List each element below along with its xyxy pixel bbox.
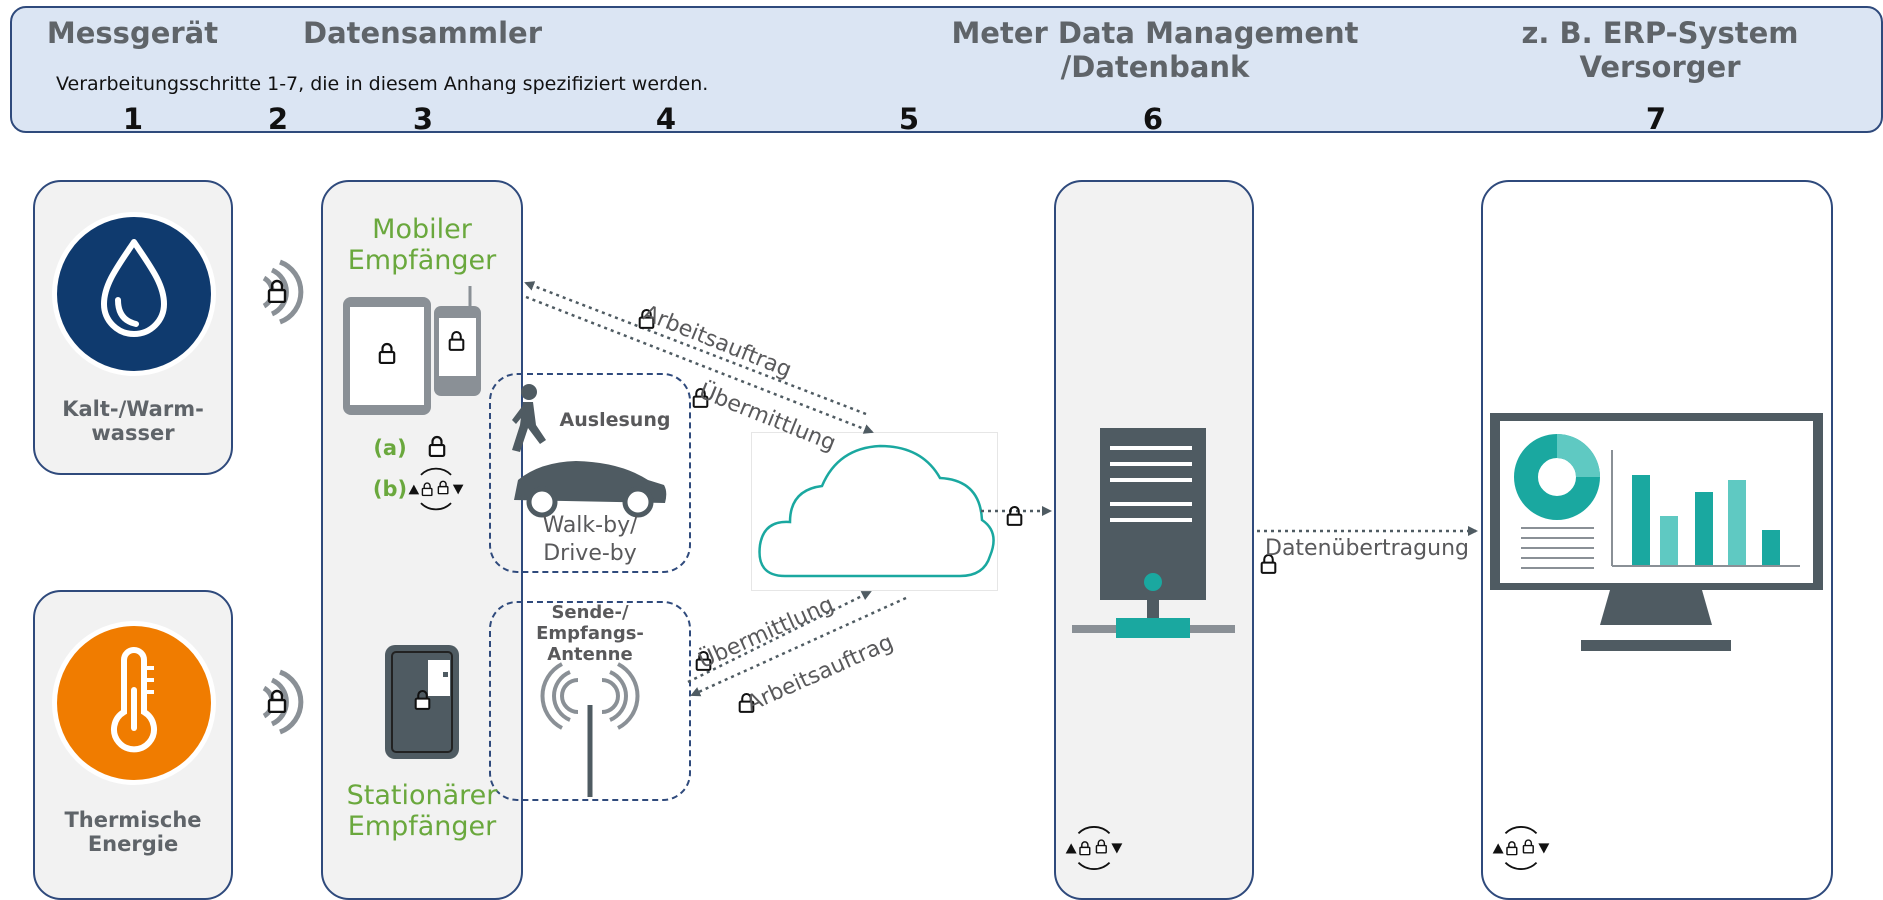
header-subtitle: Verarbeitungsschritte 1-7, die in diesem… [56, 73, 709, 95]
option-a-label: (a) [373, 436, 407, 460]
secure-sync-icon [409, 469, 464, 510]
heat-meter-label-1: Thermische [64, 808, 202, 832]
thermometer-icon [52, 621, 216, 785]
secure-sync-icon [1493, 827, 1550, 869]
flow-arrows [524, 281, 1478, 697]
header-band [10, 6, 1883, 133]
antenna-icon [540, 662, 640, 797]
antenna-label-2: Empfangs- [536, 623, 644, 644]
readout-title: Auslesung [559, 409, 671, 431]
flow-label-data-transfer: Datenübertragung [1265, 536, 1469, 561]
wireless-signal-icon [264, 672, 301, 732]
header-col-datensammler: Datensammler [303, 16, 542, 50]
mobile-receiver-label-2: Empfänger [347, 245, 497, 276]
water-meter-label-1: Kalt-/Warm- [62, 397, 204, 421]
walkby-zone [489, 373, 691, 573]
mobile-receiver-label-1: Mobiler [372, 214, 472, 245]
step-number: 3 [412, 102, 434, 136]
tablet-icon [343, 297, 431, 415]
walking-person-icon [512, 384, 546, 452]
header-col-erp-line1: z. B. ERP-System [1521, 16, 1799, 50]
server-icon [1072, 428, 1235, 638]
antenna-label-1: Sende-/ [551, 602, 629, 623]
stationary-receiver-label-2: Empfänger [347, 811, 497, 842]
monitor-chart-icon [1490, 413, 1823, 651]
water-meter-label-2: wasser [91, 421, 175, 445]
antenna-label-3: Antenne [547, 644, 633, 665]
header-col-messgeraet: Messgerät [46, 16, 219, 50]
header-col-mdm-line2: /Datenbank [1060, 50, 1250, 84]
step-number: 4 [655, 102, 677, 136]
walkby-label-1: Walk-by/ [542, 513, 638, 538]
smartphone-icon [434, 286, 481, 396]
lock-icon [428, 435, 446, 457]
step-number: 6 [1142, 102, 1164, 136]
step-number: 2 [267, 102, 289, 136]
secure-sync-icon [1066, 827, 1123, 869]
car-icon [514, 461, 667, 518]
water-drop-icon [52, 212, 216, 376]
heat-meter-label-2: Energie [87, 832, 179, 856]
cloud-icon [758, 444, 995, 578]
header-col-erp-line2: Versorger [1579, 50, 1741, 84]
stationary-receiver-label-1: Stationärer [346, 780, 498, 811]
antenna-zone [489, 601, 691, 801]
step-number: 1 [122, 102, 144, 136]
walkby-label-2: Drive-by [543, 541, 637, 566]
header-col-mdm-line1: Meter Data Management [951, 16, 1359, 50]
option-b-label: (b) [372, 477, 408, 501]
stationary-receiver-icon [385, 645, 459, 759]
wireless-signal-icon [264, 262, 301, 322]
step-number: 5 [898, 102, 920, 136]
step-number: 7 [1645, 102, 1667, 136]
